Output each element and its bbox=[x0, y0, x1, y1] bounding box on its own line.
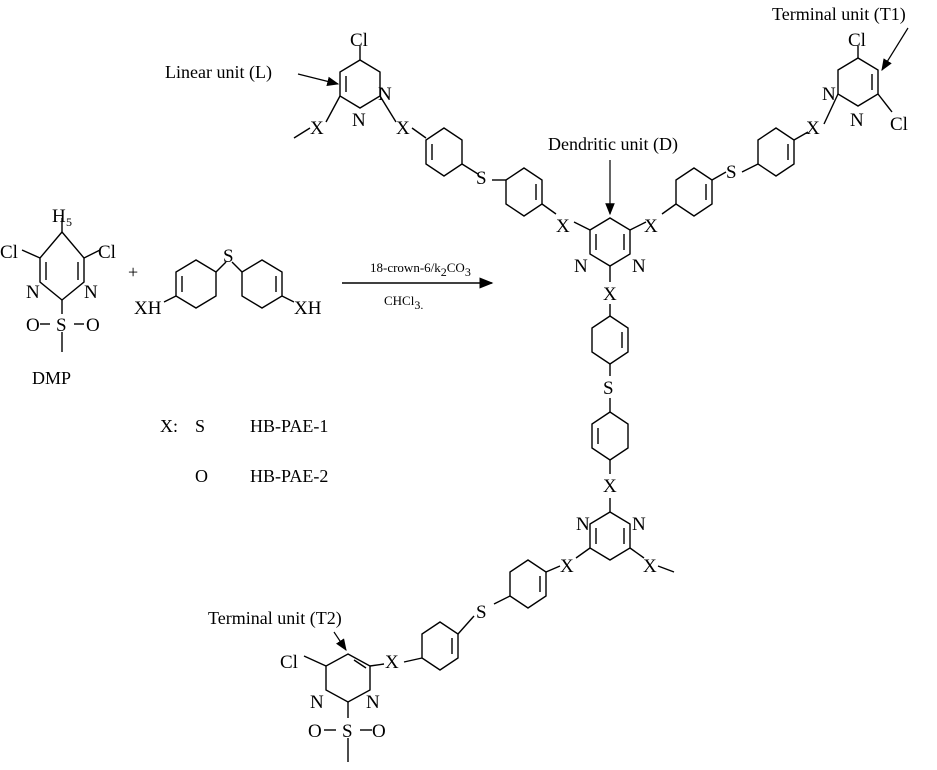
dendritic-x-right: X bbox=[644, 216, 658, 237]
legend-s-polymer: HB-PAE-1 bbox=[250, 416, 328, 436]
terminal-unit-t2-label: Terminal unit (T2) bbox=[208, 608, 342, 629]
dendritic-unit-label: Dendritic unit (D) bbox=[548, 134, 678, 155]
comonomer-s: S bbox=[223, 246, 234, 267]
terminal2-x: X bbox=[385, 652, 399, 673]
linear-n-2: N bbox=[352, 110, 366, 131]
lower-n-2: N bbox=[632, 514, 646, 535]
legend-o-polymer: HB-PAE-2 bbox=[250, 466, 328, 486]
terminal2-sulfonyl-o-right: O bbox=[372, 721, 386, 742]
dmp-cl-right: Cl bbox=[98, 242, 116, 263]
comonomer-xh-right: XH bbox=[294, 298, 322, 319]
linear-x-left: X bbox=[310, 118, 324, 139]
terminal1-cl-top: Cl bbox=[848, 30, 866, 51]
lower-n-1: N bbox=[576, 514, 590, 535]
linear-x-right: X bbox=[396, 118, 410, 139]
linear-cl: Cl bbox=[350, 30, 368, 51]
terminal2-n-1: N bbox=[310, 692, 324, 713]
dendritic-x-left: X bbox=[556, 216, 570, 237]
legend-s-symbol: S bbox=[195, 416, 205, 436]
solvent-label: CHCl3. bbox=[384, 293, 423, 312]
dmp-h: H bbox=[52, 206, 66, 227]
dmp-cl-left: Cl bbox=[0, 242, 18, 263]
terminal2-sulfonyl-o-left: O bbox=[308, 721, 322, 742]
dendritic-n-1: N bbox=[574, 256, 588, 277]
terminal-unit-t1-arrow bbox=[881, 27, 909, 72]
polymer-structure: Cl N N X X S X N N X X Dendritic unit (D… bbox=[165, 4, 909, 762]
lower-x-top: X bbox=[603, 476, 617, 497]
thioether-s-4: S bbox=[476, 602, 487, 623]
terminal1-cl-right: Cl bbox=[890, 114, 908, 135]
legend-x-label: X: bbox=[160, 416, 178, 436]
terminal2-n-2: N bbox=[366, 692, 380, 713]
terminal1-n-1: N bbox=[822, 84, 836, 105]
dmp-sulfonyl-o-right: O bbox=[86, 315, 100, 336]
comonomer-structure: S XH XH bbox=[134, 246, 322, 319]
terminal2-sulfonyl-s: S bbox=[342, 721, 353, 742]
lower-x-left: X bbox=[560, 556, 574, 577]
dendritic-x-bottom: X bbox=[603, 284, 617, 305]
linear-n-1: N bbox=[378, 84, 392, 105]
terminal2-cl: Cl bbox=[280, 652, 298, 673]
terminal1-n-2: N bbox=[850, 110, 864, 131]
dmp-h-subscript: 5 bbox=[66, 215, 72, 229]
dmp-sulfonyl-o-left: O bbox=[26, 315, 40, 336]
legend: X: S HB-PAE-1 O HB-PAE-2 bbox=[160, 416, 328, 486]
terminal-unit-t2-arrow bbox=[333, 631, 347, 651]
plus-sign: + bbox=[128, 262, 138, 282]
comonomer-xh-left: XH bbox=[134, 298, 162, 319]
thioether-s-2: S bbox=[726, 162, 737, 183]
dmp-sulfonyl-s: S bbox=[56, 315, 67, 336]
dmp-structure: H 5 Cl Cl N N S O O DMP bbox=[0, 206, 116, 388]
terminal1-x: X bbox=[806, 118, 820, 139]
dmp-n-right: N bbox=[84, 282, 98, 303]
dendritic-n-2: N bbox=[632, 256, 646, 277]
thioether-s-3: S bbox=[603, 378, 614, 399]
linear-unit-arrow bbox=[297, 73, 340, 87]
terminal-unit-t1-label: Terminal unit (T1) bbox=[772, 4, 906, 25]
catalyst-label: 18-crown-6/k2CO3 bbox=[370, 260, 471, 279]
dmp-n-left: N bbox=[26, 282, 40, 303]
lower-x-right: X bbox=[643, 556, 657, 577]
thioether-s-1: S bbox=[476, 168, 487, 189]
legend-o-symbol: O bbox=[195, 466, 208, 486]
linear-unit-label: Linear unit (L) bbox=[165, 62, 272, 83]
dmp-label: DMP bbox=[32, 368, 71, 388]
